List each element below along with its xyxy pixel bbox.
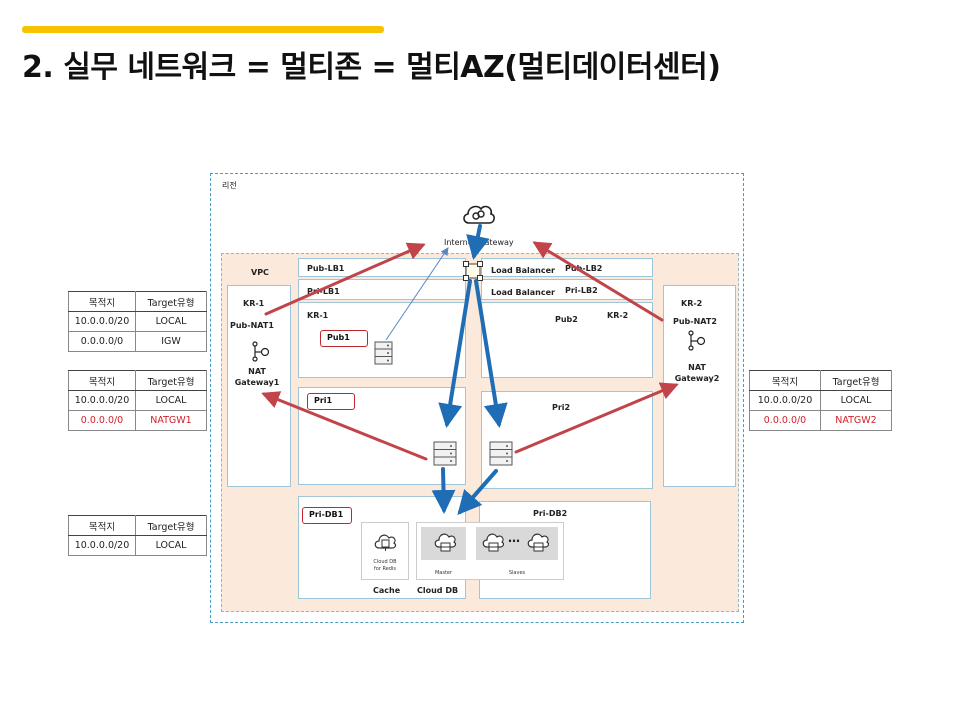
pub-lb2-subnet — [481, 258, 653, 277]
master-label: Master — [434, 570, 453, 576]
nat-gateway1-label-2: Gateway1 — [234, 378, 280, 387]
blue-arrow-lb-to-pri2 — [474, 279, 508, 428]
red-arrow-pri2-to-nat2 — [514, 382, 679, 454]
route-header-target: Target유형 — [135, 370, 207, 391]
region-label: 리전 — [222, 181, 237, 190]
server-icon — [489, 441, 513, 466]
route-header-dest: 목적지 — [749, 370, 821, 391]
pub-nat2-label: Pub-NAT2 — [673, 317, 717, 326]
pub-nat1-label: Pub-NAT1 — [230, 321, 274, 330]
pri2-label: Pri2 — [552, 403, 571, 412]
pri-lb2-label: Pri-LB2 — [565, 286, 598, 295]
kr1-label: KR-1 — [307, 311, 329, 320]
thin-arrow-pub1-to-igw — [385, 247, 449, 341]
db-slave-icon — [482, 533, 504, 552]
pri-db2-label: Pri-DB2 — [533, 509, 568, 518]
cloud-db-redis-icon — [374, 534, 397, 551]
route-cell: 10.0.0.0/20 — [68, 311, 136, 332]
route-cell: IGW — [135, 331, 207, 352]
server-icon — [433, 441, 457, 466]
route-cell: 0.0.0.0/0 — [749, 410, 821, 431]
kr2-label: KR-2 — [607, 311, 629, 320]
nat-gateway-icon — [252, 341, 270, 362]
load-balancer-label: Load Balancer — [491, 288, 555, 297]
route-header-target: Target유형 — [820, 370, 892, 391]
nat-gateway2-label-2: Gateway2 — [674, 374, 720, 383]
title-accent-bar — [22, 26, 384, 33]
pri-lb1-label: Pri-LB1 — [307, 287, 340, 296]
route-header-dest: 목적지 — [68, 370, 136, 391]
load-balancer-icon — [463, 261, 483, 281]
pub2-label: Pub2 — [555, 315, 578, 324]
pub2-subnet — [481, 302, 653, 378]
server-icon — [374, 341, 393, 365]
region-boundary — [210, 173, 744, 623]
pub-nat1-subnet — [227, 285, 291, 487]
page-title: 2. 실무 네트워크 = 멀티존 = 멀티AZ(멀티데이터센터) — [22, 50, 721, 85]
load-balancer-label: Load Balancer — [491, 266, 555, 275]
route-cell: 0.0.0.0/0 — [68, 410, 136, 431]
route-cell: LOCAL — [135, 311, 207, 332]
route-cell: 10.0.0.0/20 — [68, 390, 136, 411]
route-header-dest: 목적지 — [68, 291, 136, 312]
left-zone-label: KR-1 — [243, 299, 265, 308]
blue-arrow-pri1-to-master — [431, 467, 456, 514]
nat-gateway1-label-1: NAT — [248, 367, 266, 376]
route-cell: 0.0.0.0/0 — [68, 331, 136, 352]
route-cell: NATGW2 — [820, 410, 892, 431]
cloud-db-label: Cloud DB — [417, 586, 459, 595]
vpc-label: VPC — [251, 268, 269, 277]
right-zone-label: KR-2 — [681, 299, 703, 308]
nat-gateway-icon — [688, 330, 706, 351]
blue-arrow-igw-to-lb — [466, 224, 490, 260]
route-header-target: Target유형 — [135, 291, 207, 312]
pub1-label: Pub1 — [320, 330, 368, 347]
route-cell: LOCAL — [135, 535, 207, 556]
redis-label-2: for Redis — [374, 566, 396, 572]
pub-lb2-label: Pub-LB2 — [565, 264, 603, 273]
slaves-ellipsis: … — [508, 531, 520, 545]
route-cell: LOCAL — [135, 390, 207, 411]
pri1-label: Pri1 — [307, 393, 355, 410]
db-master-icon — [434, 533, 456, 552]
route-cell: 10.0.0.0/20 — [749, 390, 821, 411]
db-slave-icon — [527, 533, 549, 552]
red-arrow-nat2-to-igw — [532, 241, 664, 322]
route-cell: 10.0.0.0/20 — [68, 535, 136, 556]
cloud-icon — [463, 205, 495, 224]
slaves-label: Slaves — [508, 570, 526, 576]
blue-arrow-lb-to-pri1 — [438, 279, 472, 428]
red-arrow-nat1-to-igw — [264, 242, 426, 316]
nat-gateway2-label-1: NAT — [688, 363, 706, 372]
route-header-dest: 목적지 — [68, 515, 136, 536]
redis-box — [361, 522, 409, 580]
blue-arrow-pri2-to-master — [457, 469, 498, 516]
pri-lb2-subnet — [481, 279, 653, 300]
redis-label-1: Cloud DB — [373, 559, 397, 565]
route-cell: NATGW1 — [135, 410, 207, 431]
pri-db1-label: Pri-DB1 — [302, 507, 352, 524]
pub-lb1-label: Pub-LB1 — [307, 264, 345, 273]
route-header-target: Target유형 — [135, 515, 207, 536]
cache-label: Cache — [373, 586, 401, 595]
route-cell: LOCAL — [820, 390, 892, 411]
red-arrow-pri1-to-nat1 — [261, 391, 428, 461]
